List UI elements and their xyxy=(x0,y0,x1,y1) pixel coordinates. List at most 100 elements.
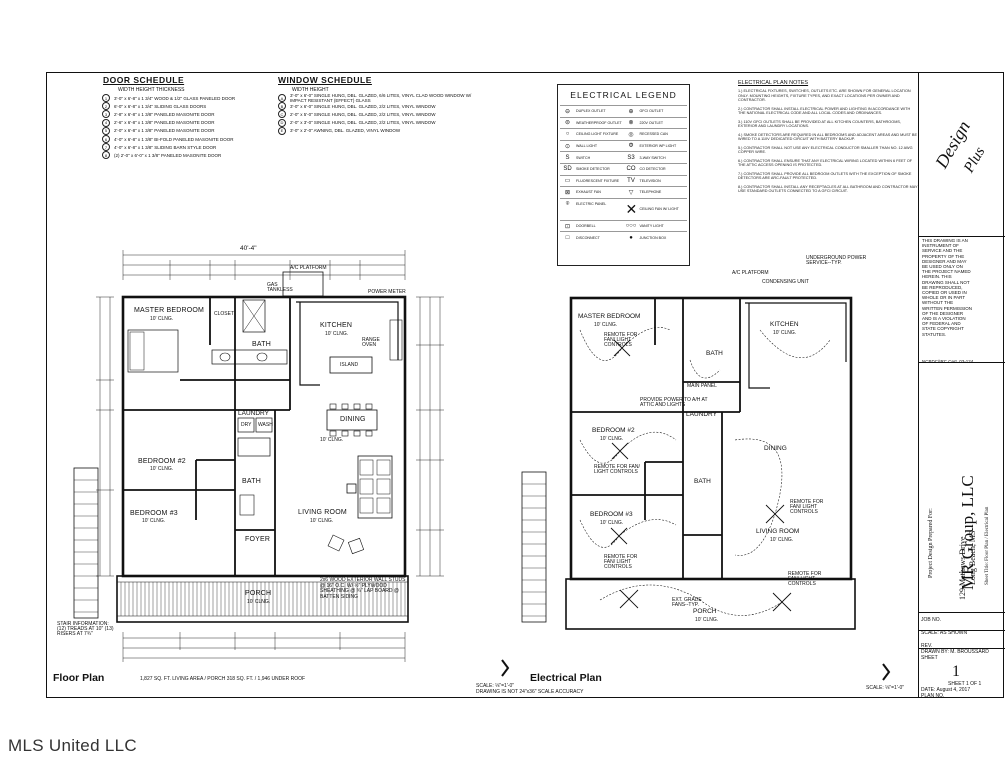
legend-item: ⊗220V OUTLET xyxy=(623,116,687,129)
underground-service-label: UNDERGROUND POWER SERVICE--TYP. xyxy=(806,255,867,266)
electrical-note: 2.) CONTRACTOR SHALL INSTALL ELECTRICAL … xyxy=(738,106,911,116)
certification-number: NCBDC/IRC Cert. 03-124 xyxy=(922,359,974,364)
room-living-room: LIVING ROOM xyxy=(756,528,800,535)
switch-icon: S xyxy=(565,154,570,161)
exhaust-fan-icon: ⊠ xyxy=(564,189,571,196)
title-block xyxy=(918,72,1005,698)
plan-number-label: PLAN NO. xyxy=(921,693,945,699)
room-master-bedroom: MASTER BEDROOM xyxy=(134,307,205,314)
room-master-bedroom: MASTER BEDROOM xyxy=(578,313,641,320)
ac-platform-label: A/C PLATFORM xyxy=(290,265,327,271)
room-ceiling-height: 10' CLNG. xyxy=(320,437,344,443)
project-city: Long Beach, MS xyxy=(968,530,977,585)
room-laundry: LAUNDRY xyxy=(686,411,717,418)
sheet-of-label: SHEET 1 OF 1 xyxy=(948,681,982,687)
room-bedroom-2: BEDROOM #2 xyxy=(138,458,186,465)
scale-label: SCALE: AS SHOWN xyxy=(921,630,968,636)
room-ceiling-height: 10' CLNG. xyxy=(310,518,334,524)
disconnect-icon: □ xyxy=(565,234,570,241)
sheet-title: Sheet Title: Floor Plan / Electrical Pla… xyxy=(985,506,990,585)
floor-plan-scale: SCALE: ⅛"=1'-0" xyxy=(476,683,514,689)
ceiling-fans xyxy=(610,339,792,612)
room-laundry: LAUNDRY xyxy=(238,410,269,417)
recessed-can-icon: ◎ xyxy=(628,131,634,138)
room-foyer: FOYER xyxy=(245,536,271,543)
floor-plan-dimension-lines xyxy=(96,250,444,662)
remote-fan-controls-label: REMOTE FOR FAN/ LIGHT CONTROLS xyxy=(594,464,640,475)
room-kitchen: KITCHEN xyxy=(320,322,353,329)
porch-railing-pickets xyxy=(120,582,406,616)
floor-plan-interior-walls xyxy=(123,297,291,576)
remote-fan-controls-label: REMOTE FOR FAN/ LIGHT CONTROLS xyxy=(604,332,638,348)
project-prepared-for: Project Design Prepared For: xyxy=(928,508,934,578)
floor-plan-area-note: 1,827 SQ. FT. LIVING AREA / PORCH 318 SQ… xyxy=(140,676,306,682)
remote-fan-controls-label: REMOTE FOR FAN/ LIGHT CONTROLS xyxy=(788,571,822,587)
dryer-label: DRY xyxy=(241,422,252,428)
room-closet: CLOSET xyxy=(214,311,235,317)
electrical-plan-porch xyxy=(565,578,856,630)
room-ceiling-height: 10' CLNG. xyxy=(600,436,624,442)
floor-plan-title: Floor Plan xyxy=(53,672,105,684)
wall-light-icon: ⊙ xyxy=(564,143,571,150)
door-schedule-title: DOOR SCHEDULE xyxy=(103,75,185,85)
legend-item: ⊡DOORBELL xyxy=(560,219,624,232)
room-dining: DINING xyxy=(340,416,366,423)
wiring-runs xyxy=(579,327,831,616)
project-address: 129 Mathews Drive xyxy=(958,536,967,600)
electrical-plan-notes: ELECTRICAL PLAN NOTES 1.) ELECTRICAL FIX… xyxy=(738,80,918,198)
room-ceiling-height: 10' CLNG. xyxy=(600,520,624,526)
mls-watermark: MLS United LLC xyxy=(8,736,137,755)
remote-fan-controls-label: REMOTE FOR FAN/ LIGHT CONTROLS xyxy=(604,554,638,570)
legend-item: ▭FLUORESCENT FIXTURE xyxy=(560,174,624,187)
gas-tankless-label: GAS TANKLESS xyxy=(267,282,293,293)
room-porch: PORCH xyxy=(693,608,717,615)
room-ceiling-height: 10' CLNG. xyxy=(247,599,271,605)
electrical-legend-title: ELECTRICAL LEGEND xyxy=(570,90,677,100)
island-label: ISLAND xyxy=(340,362,359,368)
room-ceiling-height: 10' CLNG. xyxy=(695,617,719,623)
electrical-note: 1.) ELECTRICAL FIXTURES, SWITCHES, OUTLE… xyxy=(738,89,911,102)
wall-construction-note: 2x6 WOOD EXTERIOR WALL STUDS @ 16" O.C. … xyxy=(320,577,406,600)
legend-item: ⌾ELECTRIC PANEL xyxy=(560,197,624,210)
main-panel-label: MAIN PANEL xyxy=(687,383,717,389)
ceiling-light-icon: ○ xyxy=(565,131,570,138)
electrical-legend: ELECTRICAL LEGEND ⊖DUPLEX OUTLET ⊕GFCI O… xyxy=(557,84,690,266)
door-schedule-header: WIDTH HEIGHT THICKNESS xyxy=(118,87,185,93)
range-oven-label: RANGE OVEN xyxy=(362,337,380,348)
legend-item: □DISCONNECT xyxy=(560,231,624,243)
designer-logo: Design Plus xyxy=(931,117,989,176)
room-living-room: LIVING ROOM xyxy=(298,509,347,516)
ac-platform-label: A/C PLATFORM xyxy=(732,270,769,276)
telephone-icon: ▽ xyxy=(628,189,634,196)
electrical-note: 5.) CONTRACTOR SHALL NOT USE ANY ELECTRI… xyxy=(738,145,913,155)
doorbell-icon: ⊡ xyxy=(564,223,571,230)
room-ceiling-height: 10' CLNG. xyxy=(770,537,794,543)
room-bedroom-3: BEDROOM #3 xyxy=(130,510,178,517)
junction-box-icon: ● xyxy=(629,234,633,241)
legend-item: ⊙WALL LIGHT xyxy=(560,139,624,152)
three-way-switch-icon: S3 xyxy=(627,154,635,161)
room-ceiling-height: 10' CLNG. xyxy=(150,316,174,322)
220v-outlet-icon: ⊗ xyxy=(628,120,634,127)
room-ceiling-height: 10' CLNG. xyxy=(325,331,349,337)
electrical-plan-scale: SCALE: ⅛"=1'-0" xyxy=(866,685,904,691)
floor-plan-porch xyxy=(116,575,409,623)
job-number-label: JOB NO. xyxy=(921,617,942,623)
legend-item: ●JUNCTION BOX xyxy=(623,231,687,243)
stair-information: STAIR INFORMATION: (12) TREADS AT 10" (1… xyxy=(57,621,114,637)
exterior-light-icon: Φ xyxy=(628,143,634,150)
co-detector-icon: CO xyxy=(626,166,636,173)
room-bath-2: BATH xyxy=(242,478,261,485)
